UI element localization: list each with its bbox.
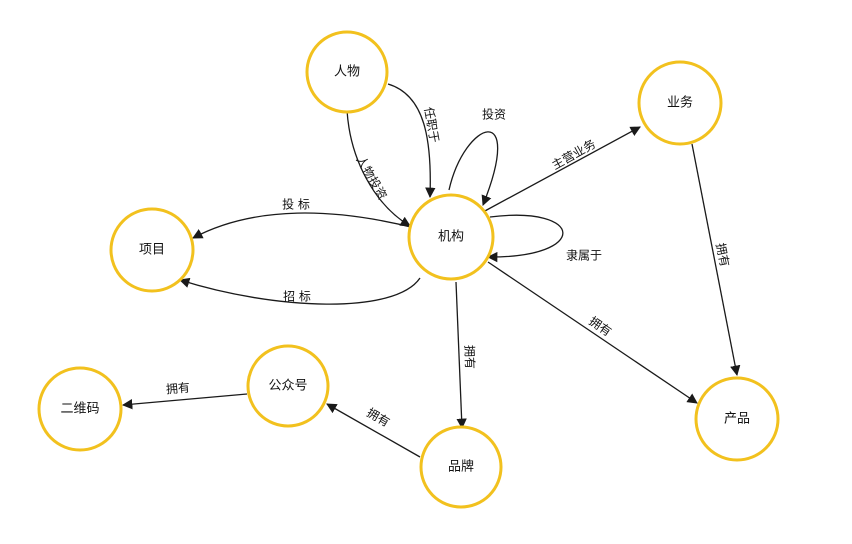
node-project-circle xyxy=(109,207,195,293)
node-product: 产品 xyxy=(694,376,780,462)
edge-label-org-owns-brand: 拥有 xyxy=(462,345,477,369)
node-business: 业务 xyxy=(637,60,723,146)
edge-label-org-invests: 投资 xyxy=(482,107,506,122)
node-person-circle xyxy=(305,30,389,114)
edge-label-person-invests: 人物投资 xyxy=(353,153,390,202)
node-org-circle xyxy=(407,193,495,281)
node-product-label: 产品 xyxy=(724,412,750,427)
edge-brand-owns-account xyxy=(326,403,421,458)
edge-account-owns-qr xyxy=(121,393,248,410)
edge-label-business-owns-product: 拥有 xyxy=(713,242,732,268)
node-org: 机构 xyxy=(407,193,495,281)
edge-person-invests xyxy=(346,109,411,227)
edge-label-bid: 投 标 xyxy=(282,197,310,212)
edge-label-affiliated: 隶属于 xyxy=(566,249,602,263)
edge-tender xyxy=(179,277,421,305)
node-brand-label: 品牌 xyxy=(448,459,474,475)
edge-main-business xyxy=(482,126,641,213)
edges xyxy=(121,83,741,458)
node-business-label: 业务 xyxy=(667,95,693,111)
edge-label-tender: 招 标 xyxy=(283,290,311,304)
edge-business-owns-product xyxy=(691,143,741,377)
node-person: 人物 xyxy=(305,30,389,114)
edge-bid xyxy=(192,212,416,239)
node-official-account: 公众号 xyxy=(246,344,330,428)
node-project: 项目 xyxy=(109,207,195,293)
node-official-account-label: 公众号 xyxy=(268,379,307,394)
edge-label-org-owns-product: 拥有 xyxy=(586,314,614,339)
node-brand-circle xyxy=(419,425,503,509)
edge-org-invests-loop xyxy=(448,131,499,206)
nodes: 人物 机构 业务 项目 产品 公众号 二维码 品牌 xyxy=(37,30,780,509)
edge-org-affiliated-loop xyxy=(486,214,564,263)
node-project-label: 项目 xyxy=(139,243,165,258)
edge-person-employed-by xyxy=(387,83,436,199)
edge-org-owns-brand xyxy=(455,281,467,430)
edge-label-brand-owns-account: 拥有 xyxy=(364,406,392,430)
node-org-label: 机构 xyxy=(438,230,464,245)
node-product-circle xyxy=(694,376,780,462)
node-official-account-circle xyxy=(246,344,330,428)
edge-label-employed-by: 任职于 xyxy=(421,106,441,144)
edge-label-account-owns-qr: 拥有 xyxy=(165,380,190,396)
node-qr-code-label: 二维码 xyxy=(60,402,99,417)
node-business-circle xyxy=(637,60,723,146)
node-person-label: 人物 xyxy=(334,65,360,80)
edge-org-owns-product xyxy=(487,261,698,404)
node-qr-code-circle xyxy=(37,366,123,452)
node-qr-code: 二维码 xyxy=(37,366,123,452)
node-brand: 品牌 xyxy=(419,425,503,509)
